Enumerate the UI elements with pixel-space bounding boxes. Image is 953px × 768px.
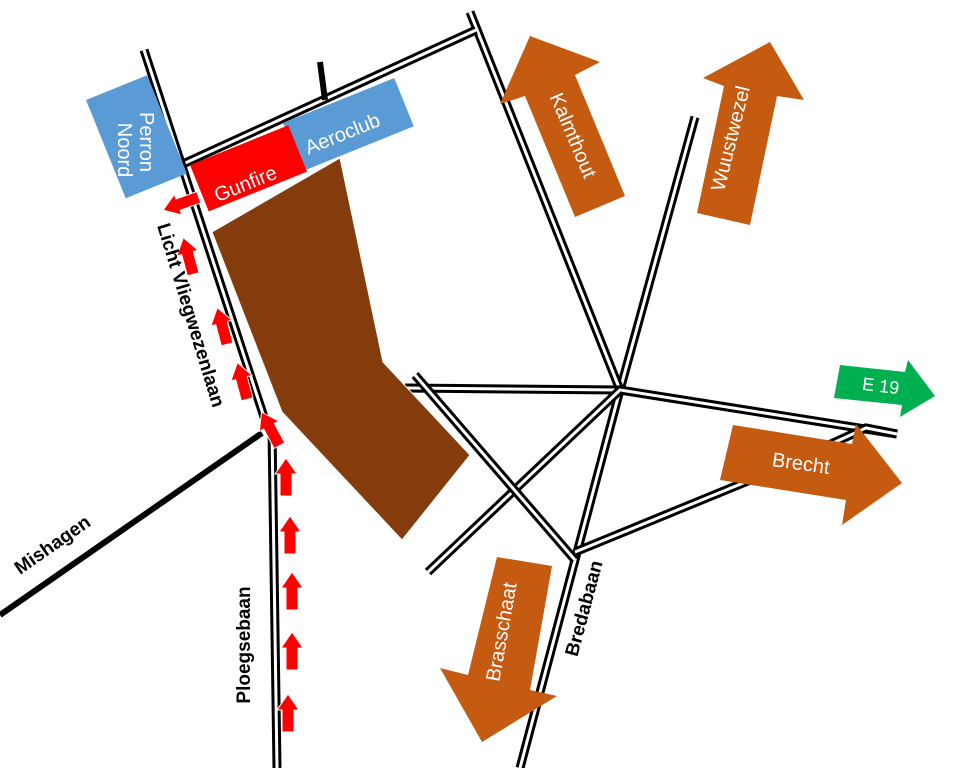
airfield-terrain [211, 157, 471, 541]
direction-arrow-brasschaat[interactable]: Brasschaat [440, 557, 557, 742]
perron-noord-label-line1: Perron [135, 112, 157, 172]
road-brasschaat [411, 372, 579, 563]
route-arrow-icon [280, 631, 304, 671]
road-spur [317, 61, 328, 101]
route-arrow-icon [276, 693, 300, 733]
building-perron-noord[interactable]: Perron Noord [86, 75, 187, 199]
route-arrow-icon [280, 571, 304, 611]
route-arrow-icon [230, 361, 254, 402]
direction-arrow-brecht[interactable]: Brecht [720, 424, 902, 525]
route-arrow-icon [258, 411, 286, 450]
route-arrow-icon [210, 306, 234, 347]
road-network [0, 10, 898, 768]
road-top [181, 25, 478, 169]
direction-arrow-wuustwezel[interactable]: Wuustwezel [697, 42, 804, 225]
direction-arrow-icon [500, 36, 625, 217]
highway-arrow-e19[interactable]: E 19 [834, 360, 935, 417]
road-kalmthout [465, 10, 625, 392]
direction-arrow-icon [720, 424, 902, 525]
route-arrow-icon [162, 190, 202, 216]
road-e19 [404, 383, 898, 439]
route-arrow-icon [278, 515, 302, 555]
direction-arrow-icon [697, 42, 804, 225]
road-ploegsebaan [267, 429, 282, 768]
road-southwest [424, 386, 624, 576]
road-mishagen [0, 430, 264, 618]
direction-arrow-icon [440, 557, 557, 742]
street-label-ploegsebaan: Ploegsebaan [234, 586, 255, 703]
route-arrows [162, 190, 304, 733]
e19-label: E 19 [861, 374, 900, 398]
highway-arrow-icon [834, 360, 935, 417]
route-arrow-icon [176, 236, 200, 277]
route-arrow-icon [274, 457, 298, 497]
perron-noord-label-line2: Noord [113, 123, 135, 177]
street-label-mishagen: Mishagen [11, 512, 95, 579]
building-aeroclub[interactable]: Aeroclub [283, 78, 414, 172]
